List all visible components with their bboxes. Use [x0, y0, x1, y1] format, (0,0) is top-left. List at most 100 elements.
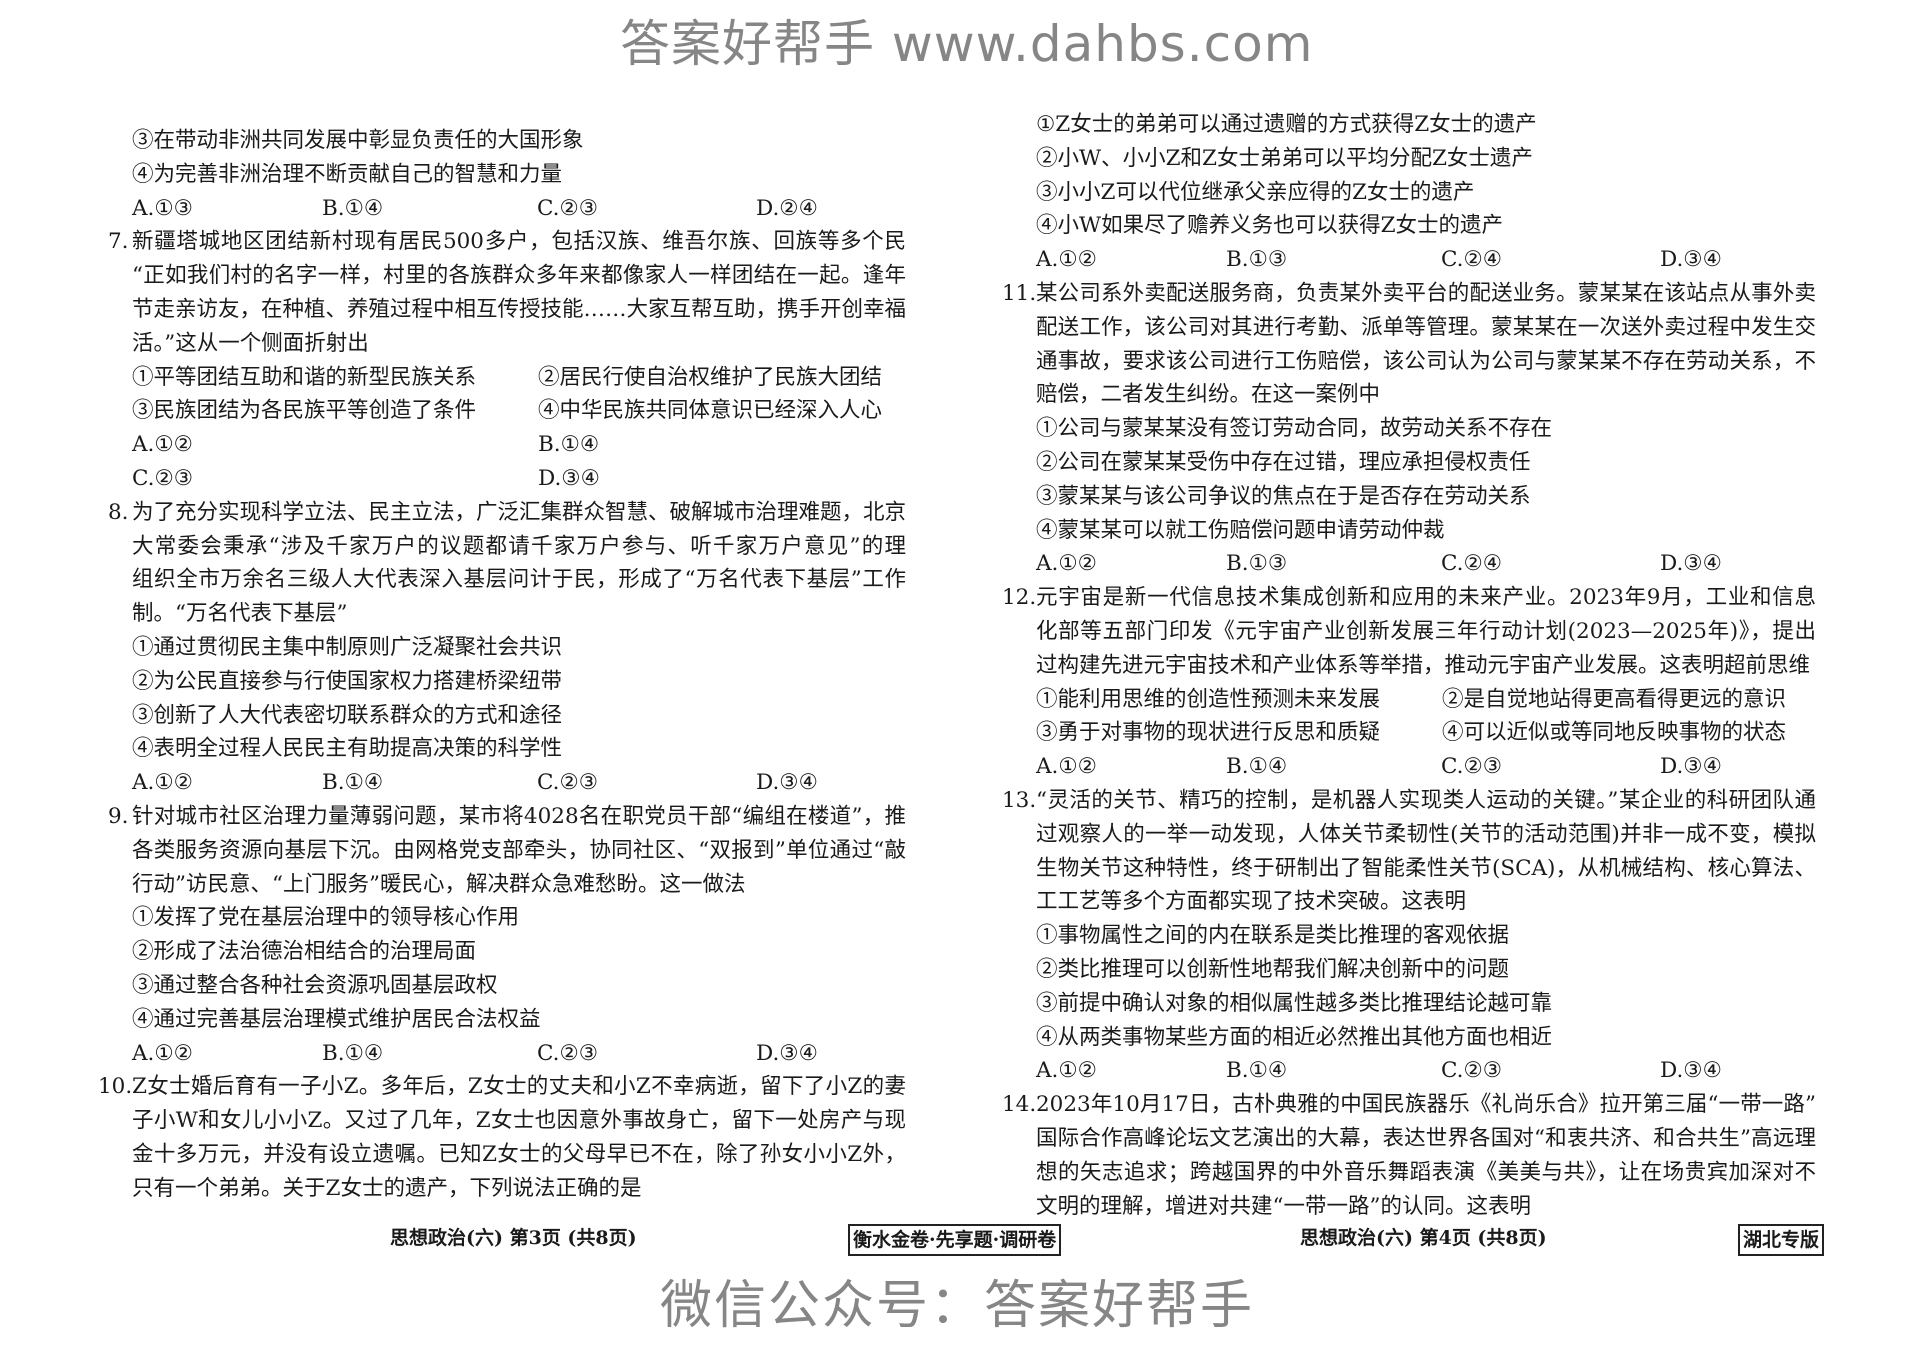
- question-text-line: 配送工作，该公司对其进行考勤、派单等管理。蒙某某在一次送外卖过程中发生交: [1036, 314, 1816, 340]
- question-text-line: 过构建先进元宇宙技术和产业体系等举措，推动元宇宙产业发展。这表明超前思维: [1036, 652, 1811, 678]
- answer-choice: B.①③: [1226, 247, 1288, 273]
- answer-choice: B.①④: [1226, 754, 1288, 780]
- answer-choice: B.①③: [1226, 551, 1288, 577]
- answer-choice: D.③④: [1660, 1058, 1722, 1084]
- question-text-line: 制。“万名代表下基层”: [132, 601, 348, 627]
- question-text-line: 工工艺等多个方面都实现了技术突破。这表明: [1036, 889, 1467, 915]
- answer-choice: C.②③: [537, 1040, 599, 1066]
- question-text-line: 各类服务资源向基层下沉。由网格党支部牵头，协同社区、“双报到”单位通过“敲门: [132, 837, 906, 863]
- question-text-line: “正如我们村的名字一样，村里的各族群众多年来都像家人一样团结在一起。逢年过: [132, 263, 906, 289]
- footer-edition-box: 湖北专版: [1738, 1224, 1825, 1256]
- question-text-line: Z女士婚后育有一子小Z。多年后，Z女士的丈夫和小Z不幸病逝，留下了小Z的妻: [132, 1074, 906, 1100]
- answer-choice: A.①②: [132, 1040, 193, 1066]
- answer-choice: A.①②: [1036, 754, 1097, 780]
- option-statement: ③通过整合各种社会资源巩固基层政权: [132, 973, 498, 998]
- answer-choice: B.①④: [322, 770, 384, 796]
- question-text-line: 通事故，要求该公司进行工伤赔偿，该公司认为公司与蒙某某不存在劳动关系，不予: [1036, 348, 1816, 374]
- option-statement: ③小小Z可以代位继承父亲应得的Z女士的遗产: [1036, 179, 1475, 205]
- option-pair-item: ③勇于对事物的现状进行反思和质疑: [1036, 720, 1381, 746]
- answer-choice: D.③④: [756, 770, 818, 796]
- option-pair-item: D.③④: [538, 466, 600, 491]
- answer-choice: D.③④: [1660, 551, 1722, 577]
- question-text-line: 生物关节这种特性，终于研制出了智能柔性关节(SCA)，从机械结构、核心算法、加: [1036, 855, 1816, 881]
- answer-choice: D.②④: [756, 195, 818, 221]
- question-number: 13.: [1002, 788, 1037, 813]
- question-text-line: “灵活的关节、精巧的控制，是机器人实现类人运动的关键。”某企业的科研团队通: [1036, 788, 1816, 813]
- question-text-line: 文明的理解，增进对共建“一带一路”的认同。这表明: [1036, 1193, 1531, 1219]
- answer-choice: C.②③: [1441, 754, 1503, 780]
- option-statement: ②类比推理可以创新性地帮我们解决创新中的问题: [1036, 957, 1510, 982]
- question-number: 12.: [1002, 585, 1037, 611]
- option-pair-item: ①平等团结互助和谐的新型民族关系: [132, 364, 477, 390]
- question-number: 11.: [1002, 281, 1037, 306]
- footer-page-4: 思想政治(六) 第4页 (共8页): [1300, 1227, 1547, 1249]
- answer-choice: A.①③: [132, 195, 193, 221]
- option-statement: ④为完善非洲治理不断贡献自己的智慧和力量: [132, 161, 563, 187]
- answer-choice: B.①④: [322, 1040, 384, 1066]
- answer-choice: A.①②: [1036, 551, 1097, 577]
- question-text-line: 行动”访民意、“上门服务”暖民心，解决群众急难愁盼。这一做法: [132, 871, 746, 897]
- option-statement: ①事物属性之间的内在联系是类比推理的客观依据: [1036, 923, 1510, 949]
- question-text-line: 新疆塔城地区团结新村现有居民500多户，包括汉族、维吾尔族、回族等多个民族。: [132, 229, 906, 255]
- question-number: 7.: [108, 229, 129, 255]
- question-text-line: 节走亲访友，在种植、养殖过程中相互传授技能……大家互帮互助，携手开创幸福生: [132, 297, 906, 322]
- option-statement: ②形成了法治德治相结合的治理局面: [132, 939, 477, 965]
- question-text-line: 想的矢志追求；跨越国界的中外音乐舞蹈表演《美美与共》，让在场贵宾加深对不同: [1036, 1159, 1816, 1185]
- option-pair-item: ④可以近似或等同地反映事物的状态: [1442, 720, 1787, 746]
- question-number: 10.: [98, 1074, 133, 1100]
- watermark-wechat: 微信公众号：答案好帮手: [660, 1276, 1255, 1336]
- question-text-line: 大常委会秉承“涉及千家万户的议题都请千家万户参与、听千家万户意见”的理念，: [132, 533, 906, 559]
- question-text-line: 国际合作高峰论坛文艺演出的大幕，表达世界各国对“和衷共济、和合共生”高远理: [1036, 1126, 1816, 1151]
- option-pair-item: B.①④: [538, 432, 600, 458]
- option-pair-item: ①能利用思维的创造性预测未来发展: [1036, 686, 1381, 712]
- question-text-line: 为了充分实现科学立法、民主立法，广泛汇集群众智慧、破解城市治理难题，北京市人: [132, 499, 906, 525]
- answer-choice: D.③④: [1660, 247, 1722, 273]
- question-text-line: 活。”这从一个侧面折射出: [132, 330, 369, 356]
- question-text-line: 金十多万元，并没有设立遗嘱。已知Z女士的父母早已不在，除了孙女小小Z外，就: [132, 1142, 906, 1167]
- option-statement: ③蒙某某与该公司争议的焦点在于是否存在劳动关系: [1036, 483, 1531, 509]
- answer-choice: D.③④: [1660, 754, 1722, 780]
- question-text-line: 赔偿，二者发生纠纷。在这一案例中: [1036, 382, 1381, 408]
- question-text-line: 2023年10月17日，古朴典雅的中国民族器乐《礼尚乐合》拉开第三届“一带一路”: [1036, 1092, 1816, 1118]
- answer-choice: C.②③: [1441, 1058, 1503, 1084]
- question-text-line: 化部等五部门印发《元宇宙产业创新发展三年行动计划(2023—2025年)》，提出…: [1036, 619, 1816, 644]
- question-text-line: 某公司系外卖配送服务商，负责某外卖平台的配送业务。蒙某某在该站点从事外卖: [1036, 281, 1816, 306]
- option-statement: ④通过完善基层治理模式维护居民合法权益: [132, 1006, 541, 1032]
- option-pair-item: A.①②: [132, 432, 193, 458]
- option-statement: ①通过贯彻民主集中制原则广泛凝聚社会共识: [132, 635, 563, 660]
- answer-choice: B.①④: [1226, 1058, 1288, 1084]
- option-statement: ②公司在蒙某某受伤中存在过错，理应承担侵权责任: [1036, 450, 1531, 475]
- option-pair-item: ④中华民族共同体意识已经深入人心: [538, 398, 883, 424]
- option-statement: ④蒙某某可以就工伤赔偿问题申请劳动仲裁: [1036, 517, 1445, 543]
- option-statement: ④表明全过程人民民主有助提高决策的科学性: [132, 736, 563, 762]
- question-number: 9.: [108, 804, 129, 829]
- question-text-line: 元宇宙是新一代信息技术集成创新和应用的未来产业。2023年9月，工业和信息: [1036, 585, 1816, 611]
- answer-choice: C.②③: [537, 770, 599, 796]
- option-statement: ④小W如果尽了赡养义务也可以获得Z女士的遗产: [1036, 213, 1504, 239]
- option-statement: ③前提中确认对象的相似属性越多类比推理结论越可靠: [1036, 990, 1553, 1016]
- question-number: 8.: [108, 499, 129, 525]
- answer-choice: C.②④: [1441, 551, 1503, 577]
- answer-choice: A.①②: [132, 770, 193, 796]
- answer-choice: C.②④: [1441, 247, 1503, 273]
- watermark-site: 答案好帮手 www.dahbs.com: [620, 15, 1314, 73]
- answer-choice: A.①②: [1036, 1058, 1097, 1084]
- option-statement: ④从两类事物某些方面的相近必然推出其他方面也相近: [1036, 1024, 1553, 1050]
- option-pair-item: ③民族团结为各民族平等创造了条件: [132, 398, 477, 424]
- question-text-line: 子小W和女儿小小Z。又过了几年，Z女士也因意外事故身亡，留下一处房产与现: [132, 1108, 906, 1134]
- answer-choice: A.①②: [1036, 247, 1097, 273]
- question-text-line: 针对城市社区治理力量薄弱问题，某市将4028名在职党员干部“编组在楼道”，推动: [132, 804, 906, 829]
- footer-brand-box: 衡水金卷·先享题·调研卷: [848, 1224, 1062, 1256]
- question-text-line: 过观察人的一举一动发现，人体关节柔韧性(关节的活动范围)并非一成不变，模拟: [1036, 821, 1816, 847]
- answer-choice: B.①④: [322, 195, 384, 221]
- option-pair-item: ②是自觉地站得更高看得更远的意识: [1442, 686, 1787, 712]
- question-text-line: 组织全市万余名三级人大代表深入基层问计于民，形成了“万名代表下基层”工作机: [132, 567, 906, 593]
- footer-page-3: 思想政治(六) 第3页 (共8页): [390, 1227, 637, 1249]
- option-statement: ①Z女士的弟弟可以通过遗赠的方式获得Z女士的遗产: [1036, 112, 1537, 137]
- option-statement: ②为公民直接参与行使国家权力搭建桥梁纽带: [132, 668, 563, 694]
- option-statement: ①公司与蒙某某没有签订劳动合同，故劳动关系不存在: [1036, 416, 1553, 442]
- option-statement: ③创新了人大代表密切联系群众的方式和途径: [132, 702, 563, 728]
- option-statement: ②小W、小小Z和Z女士弟弟可以平均分配Z女士遗产: [1036, 145, 1533, 171]
- option-statement: ①发挥了党在基层治理中的领导核心作用: [132, 905, 520, 931]
- question-text-line: 只有一个弟弟。关于Z女士的遗产，下列说法正确的是: [132, 1175, 642, 1201]
